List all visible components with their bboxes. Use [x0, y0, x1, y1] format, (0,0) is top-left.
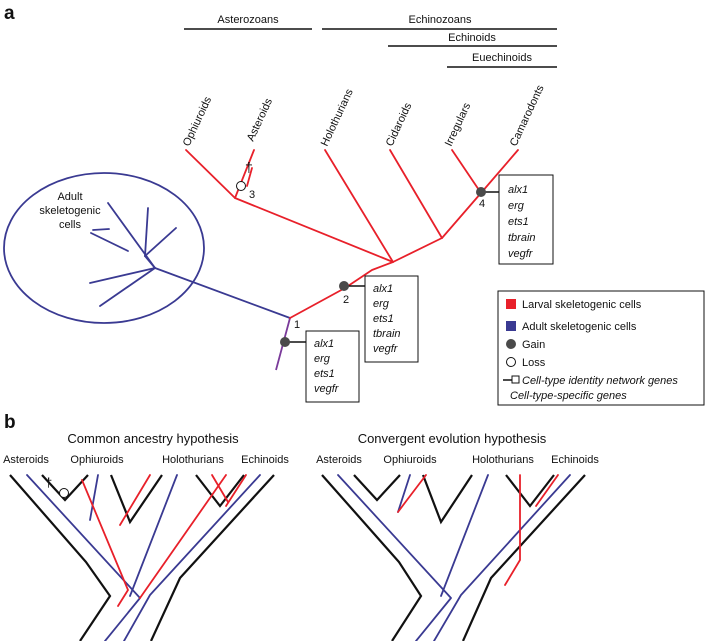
clade-asterozoans: Asterozoans — [217, 14, 279, 26]
left-tree — [9, 474, 275, 641]
right-title: Convergent evolution hypothesis — [358, 431, 547, 446]
taxon-holothurians: Holothurians — [319, 87, 356, 148]
node4-gain — [476, 187, 486, 197]
panel-label-a: a — [4, 3, 15, 24]
gene-box-2-item: tbrain — [373, 328, 401, 340]
left-loss-circle — [59, 488, 69, 498]
right-tree — [321, 474, 586, 641]
right-taxon-asteroids: Asteroids — [316, 454, 362, 466]
node1-gain — [280, 337, 290, 347]
legend-gain-icon — [506, 339, 516, 349]
legend-gain-label: Gain — [522, 339, 545, 351]
gene-box-2-item: vegfr — [373, 343, 399, 355]
adult-cells-label-3: cells — [59, 219, 82, 231]
left-taxon-ophiuroids: Ophiuroids — [70, 454, 124, 466]
legend-box — [497, 290, 705, 406]
node3-dagger: † — [245, 159, 253, 175]
adult-cells-label-1: Adult — [57, 191, 82, 203]
node2-gain — [339, 281, 349, 291]
gene-box-4-item: ets1 — [508, 216, 529, 228]
gene-box-1-item: alx1 — [314, 338, 334, 350]
gene-box-4-item: erg — [508, 200, 525, 212]
clade-echinozoans: Echinozoans — [409, 14, 472, 26]
gene-box-1-item: vegfr — [314, 383, 340, 395]
legend-loss-icon — [506, 357, 516, 367]
gene-box-4-item: tbrain — [508, 232, 536, 244]
left-taxon-echinoids: Echinoids — [241, 454, 289, 466]
gene-box-4 — [498, 174, 554, 265]
node3-number: 3 — [249, 189, 255, 201]
legend-adult-label: Adult skeletogenic cells — [522, 321, 637, 333]
panel-label-b: b — [4, 412, 16, 433]
gene-box-2-item: erg — [373, 298, 390, 310]
taxon-cidaroids: Cidaroids — [384, 101, 415, 149]
node4-number: 4 — [479, 198, 485, 210]
legend-adult-swatch — [506, 321, 516, 331]
gene-box-1-item: erg — [314, 353, 331, 365]
gene-box-2 — [364, 275, 419, 363]
adult-tree — [89, 202, 291, 319]
legend-larval-label: Larval skeletogenic cells — [522, 299, 642, 311]
clade-echinoids: Echinoids — [448, 32, 496, 44]
gene-box-1-item: ets1 — [314, 368, 335, 380]
taxon-irregulars: Irregulars — [443, 101, 474, 149]
right-taxon-holothurians: Holothurians — [472, 454, 534, 466]
right-taxon-echinoids: Echinoids — [551, 454, 599, 466]
legend-larval-swatch — [506, 299, 516, 309]
right-taxon-ophiuroids: Ophiuroids — [383, 454, 437, 466]
left-title: Common ancestry hypothesis — [67, 431, 239, 446]
gene-box-4-item: vegfr — [508, 248, 534, 260]
taxon-camarodonts: Camarodonts — [508, 83, 547, 148]
legend-loss-label: Loss — [522, 357, 546, 369]
left-dagger: † — [45, 475, 52, 490]
legend-specific-label: Cell-type-specific genes — [510, 390, 627, 402]
node2-number: 2 — [343, 294, 349, 306]
taxon-ophiuroids: Ophiuroids — [181, 95, 215, 149]
left-taxon-holothurians: Holothurians — [162, 454, 224, 466]
node1-number: 1 — [294, 319, 300, 331]
gene-box-2-item: ets1 — [373, 313, 394, 325]
left-taxon-asteroids: Asteroids — [3, 454, 49, 466]
legend-network-label: Cell-type identity network genes — [522, 375, 678, 387]
gene-box-1 — [305, 330, 360, 403]
gene-box-4-item: alx1 — [508, 184, 528, 196]
adult-cells-label-2: skeletogenic — [39, 205, 101, 217]
node3-loss — [236, 181, 246, 191]
adult-cells-ellipse — [3, 172, 205, 324]
gene-box-2-item: alx1 — [373, 283, 393, 295]
legend-box-icon — [511, 375, 520, 384]
taxon-asteroids: Asteroids — [245, 96, 275, 143]
larval-tree — [185, 149, 519, 319]
clade-euechinoids: Euechinoids — [472, 52, 532, 64]
